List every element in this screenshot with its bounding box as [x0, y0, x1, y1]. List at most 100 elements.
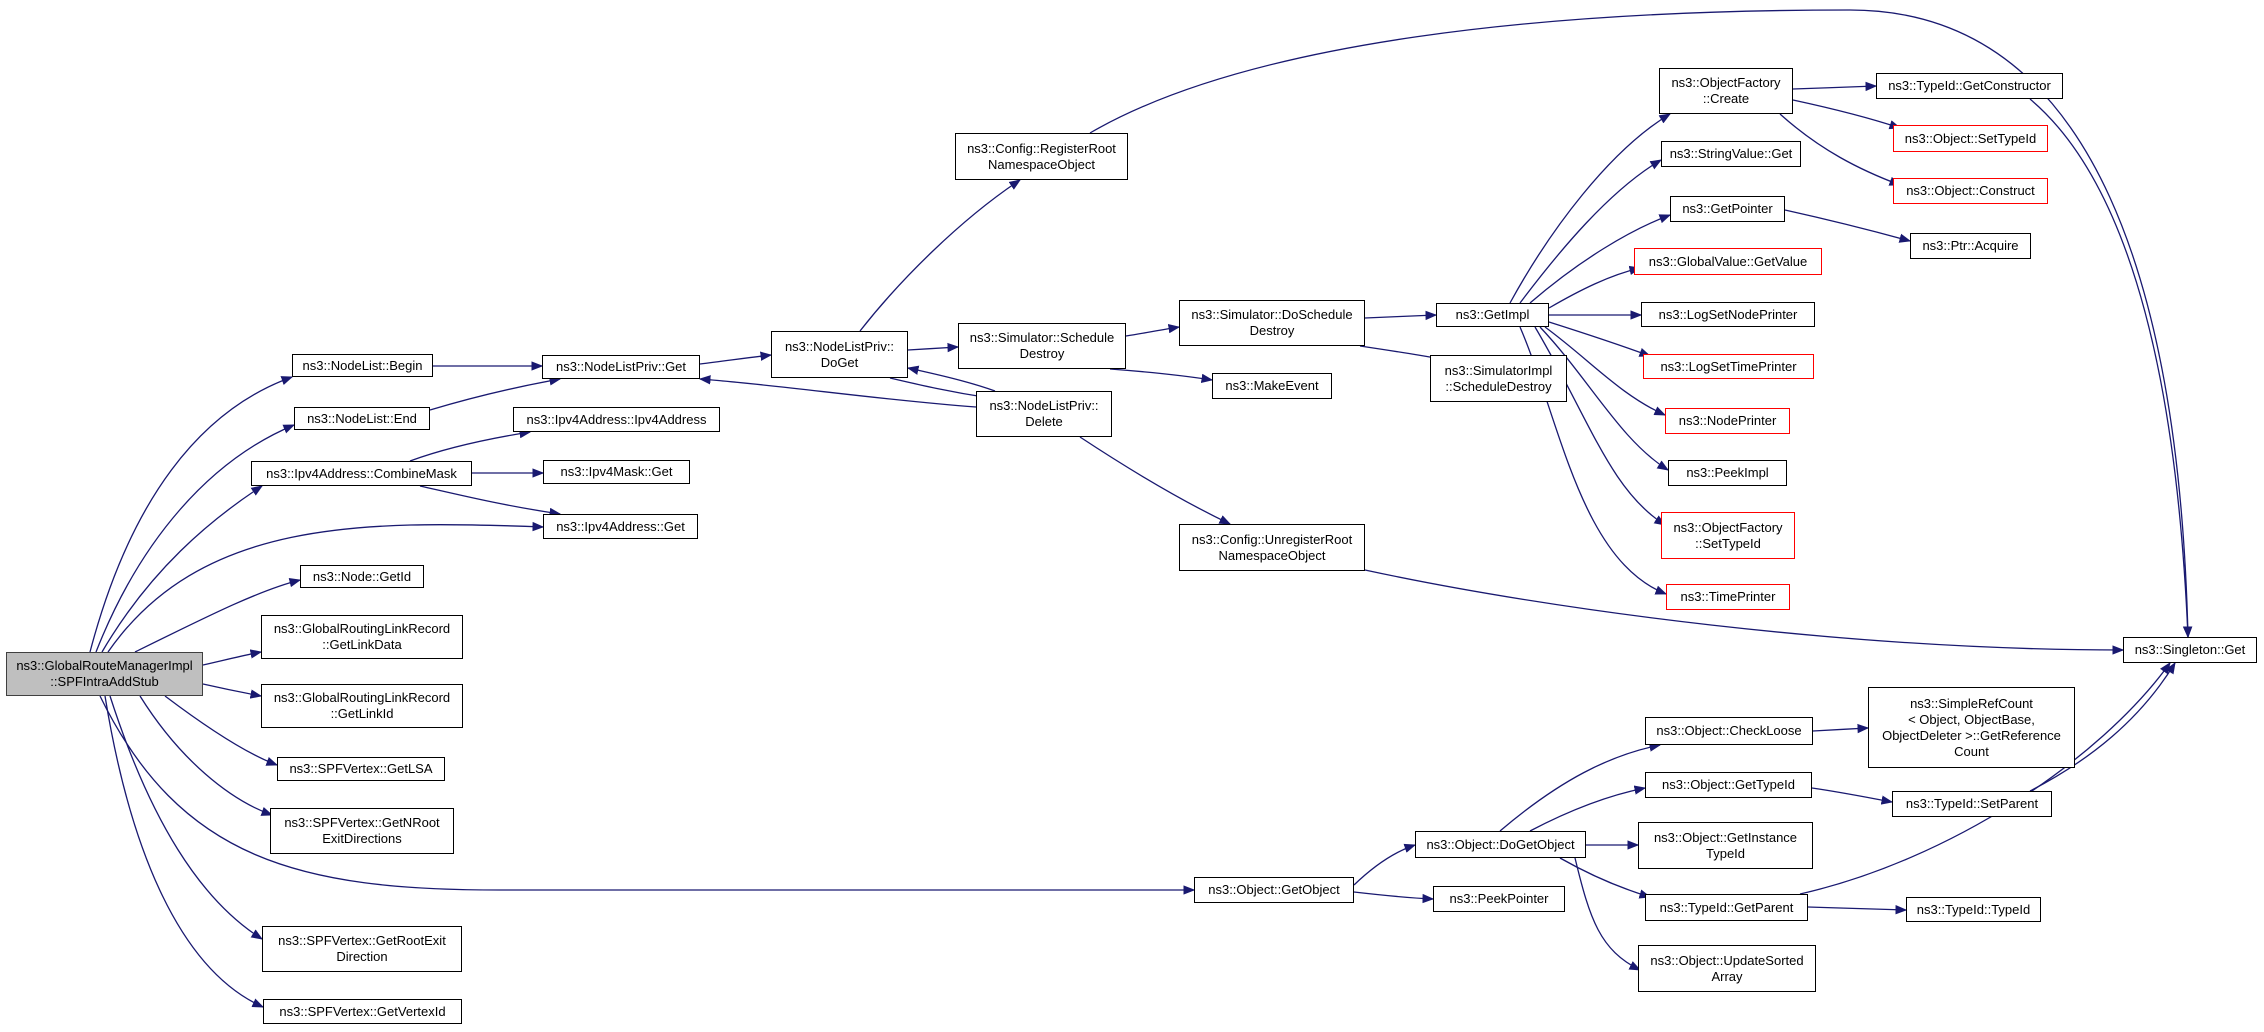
node-label-line: ::SPFIntraAddStub	[50, 674, 159, 689]
node-globalvalue-getvalue[interactable]: ns3::GlobalValue::GetValue	[1634, 248, 1822, 275]
node-label-line: ExitDirections	[322, 831, 402, 846]
edge-getimpl-to-nodeprinter	[1544, 326, 1667, 416]
edge-getimpl-to-globalvalue_getvalue	[1548, 265, 1642, 309]
node-typeid-getconstructor[interactable]: ns3::TypeId::GetConstructor	[1876, 73, 2063, 99]
node-timeprinter[interactable]: ns3::TimePrinter	[1666, 584, 1790, 610]
edge-objfactory_create-to-typeid_getconstructor	[1792, 81, 1878, 92]
node-stringvalue-get[interactable]: ns3::StringValue::Get	[1661, 141, 1801, 167]
edge-config_registerroot-to-singleton_get	[1089, 9, 2193, 639]
node-getimpl[interactable]: ns3::GetImpl	[1436, 303, 1549, 327]
node-grlr-getlinkid[interactable]: ns3::GlobalRoutingLinkRecord::GetLinkId	[261, 684, 463, 728]
node-object-gettypeid[interactable]: ns3::Object::GetTypeId	[1645, 772, 1812, 798]
node-label-line: Array	[1711, 968, 1743, 984]
edge-typeid_getparent-to-typeid_typeid	[1807, 905, 1908, 915]
node-peekpointer[interactable]: ns3::PeekPointer	[1433, 886, 1565, 912]
edge-nodelistpriv_doget-to-config_registerroot	[859, 179, 1021, 332]
node-ipv4-get[interactable]: ns3::Ipv4Address::Get	[543, 514, 698, 539]
node-grlr-getlinkdata[interactable]: ns3::GlobalRoutingLinkRecord::GetLinkDat…	[261, 615, 463, 659]
edge-root-to-grlr_getlinkdata	[202, 649, 263, 666]
node-ipv4-combinemask[interactable]: ns3::Ipv4Address::CombineMask	[251, 461, 472, 486]
node-label-line: ns3::GlobalValue::GetValue	[1648, 253, 1808, 269]
node-label-line: ns3::Singleton::Get	[2134, 642, 2246, 657]
node-nodelistpriv-delete[interactable]: ns3::NodeListPriv::Delete	[976, 391, 1112, 437]
node-label-line: ns3::NodeListPriv::	[784, 338, 895, 354]
edge-objfactory_create-to-object_construct	[1779, 113, 1902, 186]
node-object-getobject[interactable]: ns3::Object::GetObject	[1194, 877, 1354, 903]
edge-root-to-nodelist_end	[95, 424, 296, 653]
node-spf-getvertexid[interactable]: ns3::SPFVertex::GetVertexId	[263, 999, 462, 1024]
edge-root-to-spf_getnroot	[139, 695, 274, 816]
node-label-line: ns3::Ipv4Address::Get	[556, 518, 685, 534]
edge-getimpl-to-objfactory_create	[1509, 113, 1672, 304]
node-spf-getlsa[interactable]: ns3::SPFVertex::GetLSA	[277, 757, 445, 781]
edge-sim_scheduledestroy-to-makeevent	[1109, 368, 1214, 383]
node-node-getid[interactable]: ns3::Node::GetId	[300, 565, 424, 588]
node-label-line: ns3::Ipv4Address::Ipv4Address	[526, 411, 707, 427]
edge-nodelistpriv_doget-to-nodelistpriv_delete	[889, 377, 992, 402]
node-ipv4-ctor[interactable]: ns3::Ipv4Address::Ipv4Address	[513, 407, 720, 432]
node-getpointer[interactable]: ns3::GetPointer	[1670, 196, 1785, 222]
edge-root-to-spf_getlsa	[164, 695, 279, 766]
edge-nodelistpriv_delete-to-nodelistpriv_doget	[906, 365, 996, 392]
node-label-line: ns3::TypeId::GetConstructor	[1888, 78, 2051, 93]
node-simimpl-scheduledestroy[interactable]: ns3::SimulatorImpl::ScheduleDestroy	[1430, 355, 1567, 402]
node-logsettimeprinter[interactable]: ns3::LogSetTimePrinter	[1643, 354, 1814, 379]
node-object-dogetobject[interactable]: ns3::Object::DoGetObject	[1415, 831, 1586, 858]
node-label-line: ns3::GlobalRoutingLinkRecord	[273, 690, 451, 705]
node-label-line: ns3::GetPointer	[1682, 201, 1773, 216]
node-label-line: ns3::Object::Construct	[1906, 183, 2035, 198]
node-label-line: ::ScheduleDestroy	[1445, 378, 1552, 394]
node-singleton-get[interactable]: ns3::Singleton::Get	[2123, 637, 2257, 663]
edge-getimpl-to-getpointer	[1529, 214, 1672, 304]
node-label-line: ns3::NodeListPriv::Get	[555, 359, 687, 374]
node-label-line: ns3::Ipv4Address::CombineMask	[266, 465, 457, 481]
node-nodeprinter[interactable]: ns3::NodePrinter	[1665, 408, 1790, 434]
node-label-line: ns3::NodeList::Begin	[302, 357, 423, 373]
node-makeevent[interactable]: ns3::MakeEvent	[1212, 373, 1332, 399]
node-label-line: ns3::MakeEvent	[1225, 378, 1319, 393]
node-ptr-acquire[interactable]: ns3::Ptr::Acquire	[1910, 233, 2031, 259]
node-label-line: Destroy	[1249, 323, 1295, 338]
node-label-line: ns3::GlobalRouteManagerImpl	[16, 658, 193, 673]
node-label-line: DoGet	[820, 354, 859, 370]
node-typeid-getparent[interactable]: ns3::TypeId::GetParent	[1645, 894, 1808, 921]
node-label-line: ns3::Object::GetTypeId	[1662, 777, 1795, 792]
node-object-construct[interactable]: ns3::Object::Construct	[1893, 178, 2048, 204]
node-simplerefcount[interactable]: ns3::SimpleRefCount< Object, ObjectBase,…	[1868, 687, 2075, 768]
node-label-line: < Object, ObjectBase,	[1908, 711, 2035, 727]
edge-object_dogetobject-to-object_updatesortedarray	[1574, 857, 1642, 971]
node-logsetnodeprinter[interactable]: ns3::LogSetNodePrinter	[1641, 302, 1815, 327]
edge-root-to-object_getobject	[99, 695, 1196, 895]
node-root[interactable]: ns3::GlobalRouteManagerImpl::SPFIntraAdd…	[6, 652, 203, 696]
node-typeid-setparent[interactable]: ns3::TypeId::SetParent	[1892, 791, 2052, 817]
node-ipv4mask-get[interactable]: ns3::Ipv4Mask::Get	[543, 460, 690, 484]
node-label-line: ns3::LogSetTimePrinter	[1660, 358, 1797, 374]
node-label-line: ns3::GetImpl	[1455, 307, 1530, 322]
node-label-line: ns3::Object::UpdateSorted	[1650, 952, 1804, 968]
node-label-line: ns3::Node::GetId	[312, 568, 412, 584]
edge-sim_doscheduledestroy-to-getimpl	[1364, 310, 1438, 321]
node-object-settypeid[interactable]: ns3::Object::SetTypeId	[1893, 125, 2048, 152]
node-object-checkloose[interactable]: ns3::Object::CheckLoose	[1645, 717, 1813, 745]
node-objfactory-create[interactable]: ns3::ObjectFactory::Create	[1659, 68, 1793, 114]
node-label-line: ns3::SimulatorImpl	[1444, 362, 1553, 378]
node-nodelist-end[interactable]: ns3::NodeList::End	[294, 407, 430, 430]
node-nodelistpriv-doget[interactable]: ns3::NodeListPriv::DoGet	[771, 331, 908, 378]
node-peekimpl[interactable]: ns3::PeekImpl	[1668, 460, 1787, 486]
edge-object_dogetobject-to-object_gettypeid	[1529, 785, 1647, 832]
node-typeid-typeid[interactable]: ns3::TypeId::TypeId	[1906, 897, 2041, 922]
node-nodelist-begin[interactable]: ns3::NodeList::Begin	[292, 354, 433, 377]
node-label-line: ns3::Object::GetObject	[1208, 882, 1340, 897]
node-objfactory-settypeid[interactable]: ns3::ObjectFactory::SetTypeId	[1661, 512, 1795, 559]
node-label-line: ::SetTypeId	[1695, 535, 1761, 551]
node-nodelistpriv-get[interactable]: ns3::NodeListPriv::Get	[542, 355, 700, 379]
node-label-line: ns3::Config::RegisterRoot	[967, 140, 1116, 156]
